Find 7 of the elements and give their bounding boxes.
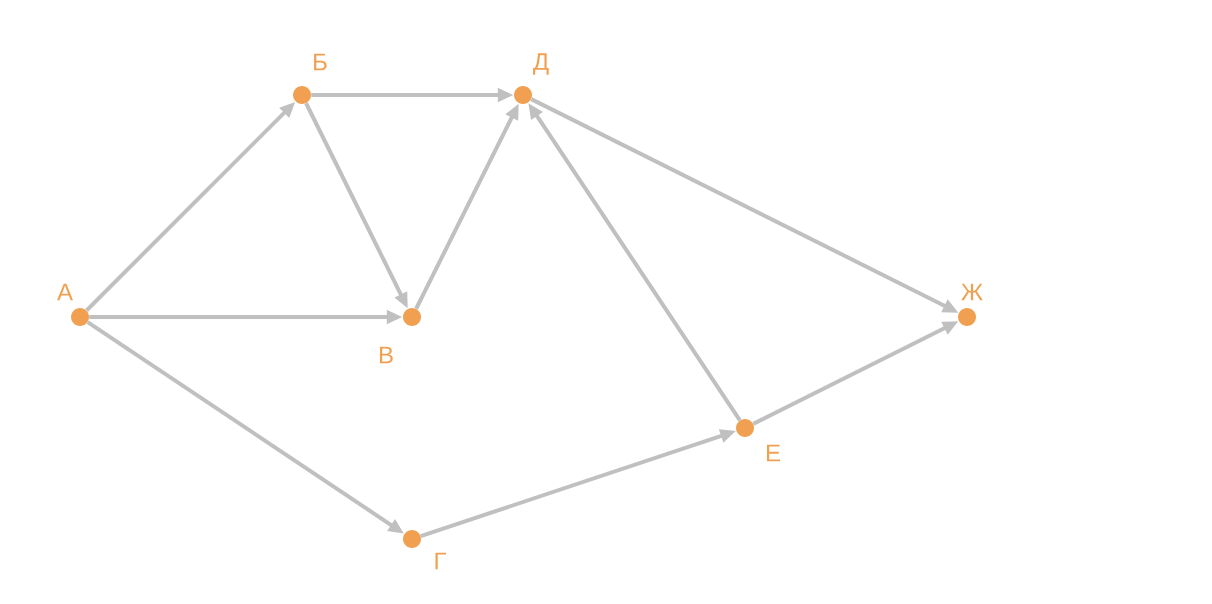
vertex-label: Е (767, 444, 780, 462)
vertex-label: А (57, 283, 73, 301)
vertex-label: В (380, 346, 393, 364)
vertex-label: Ж (961, 283, 983, 301)
vertex-label: Б (314, 53, 327, 71)
vertex-label: Д (533, 53, 549, 75)
vertex-label: Г (435, 552, 447, 570)
